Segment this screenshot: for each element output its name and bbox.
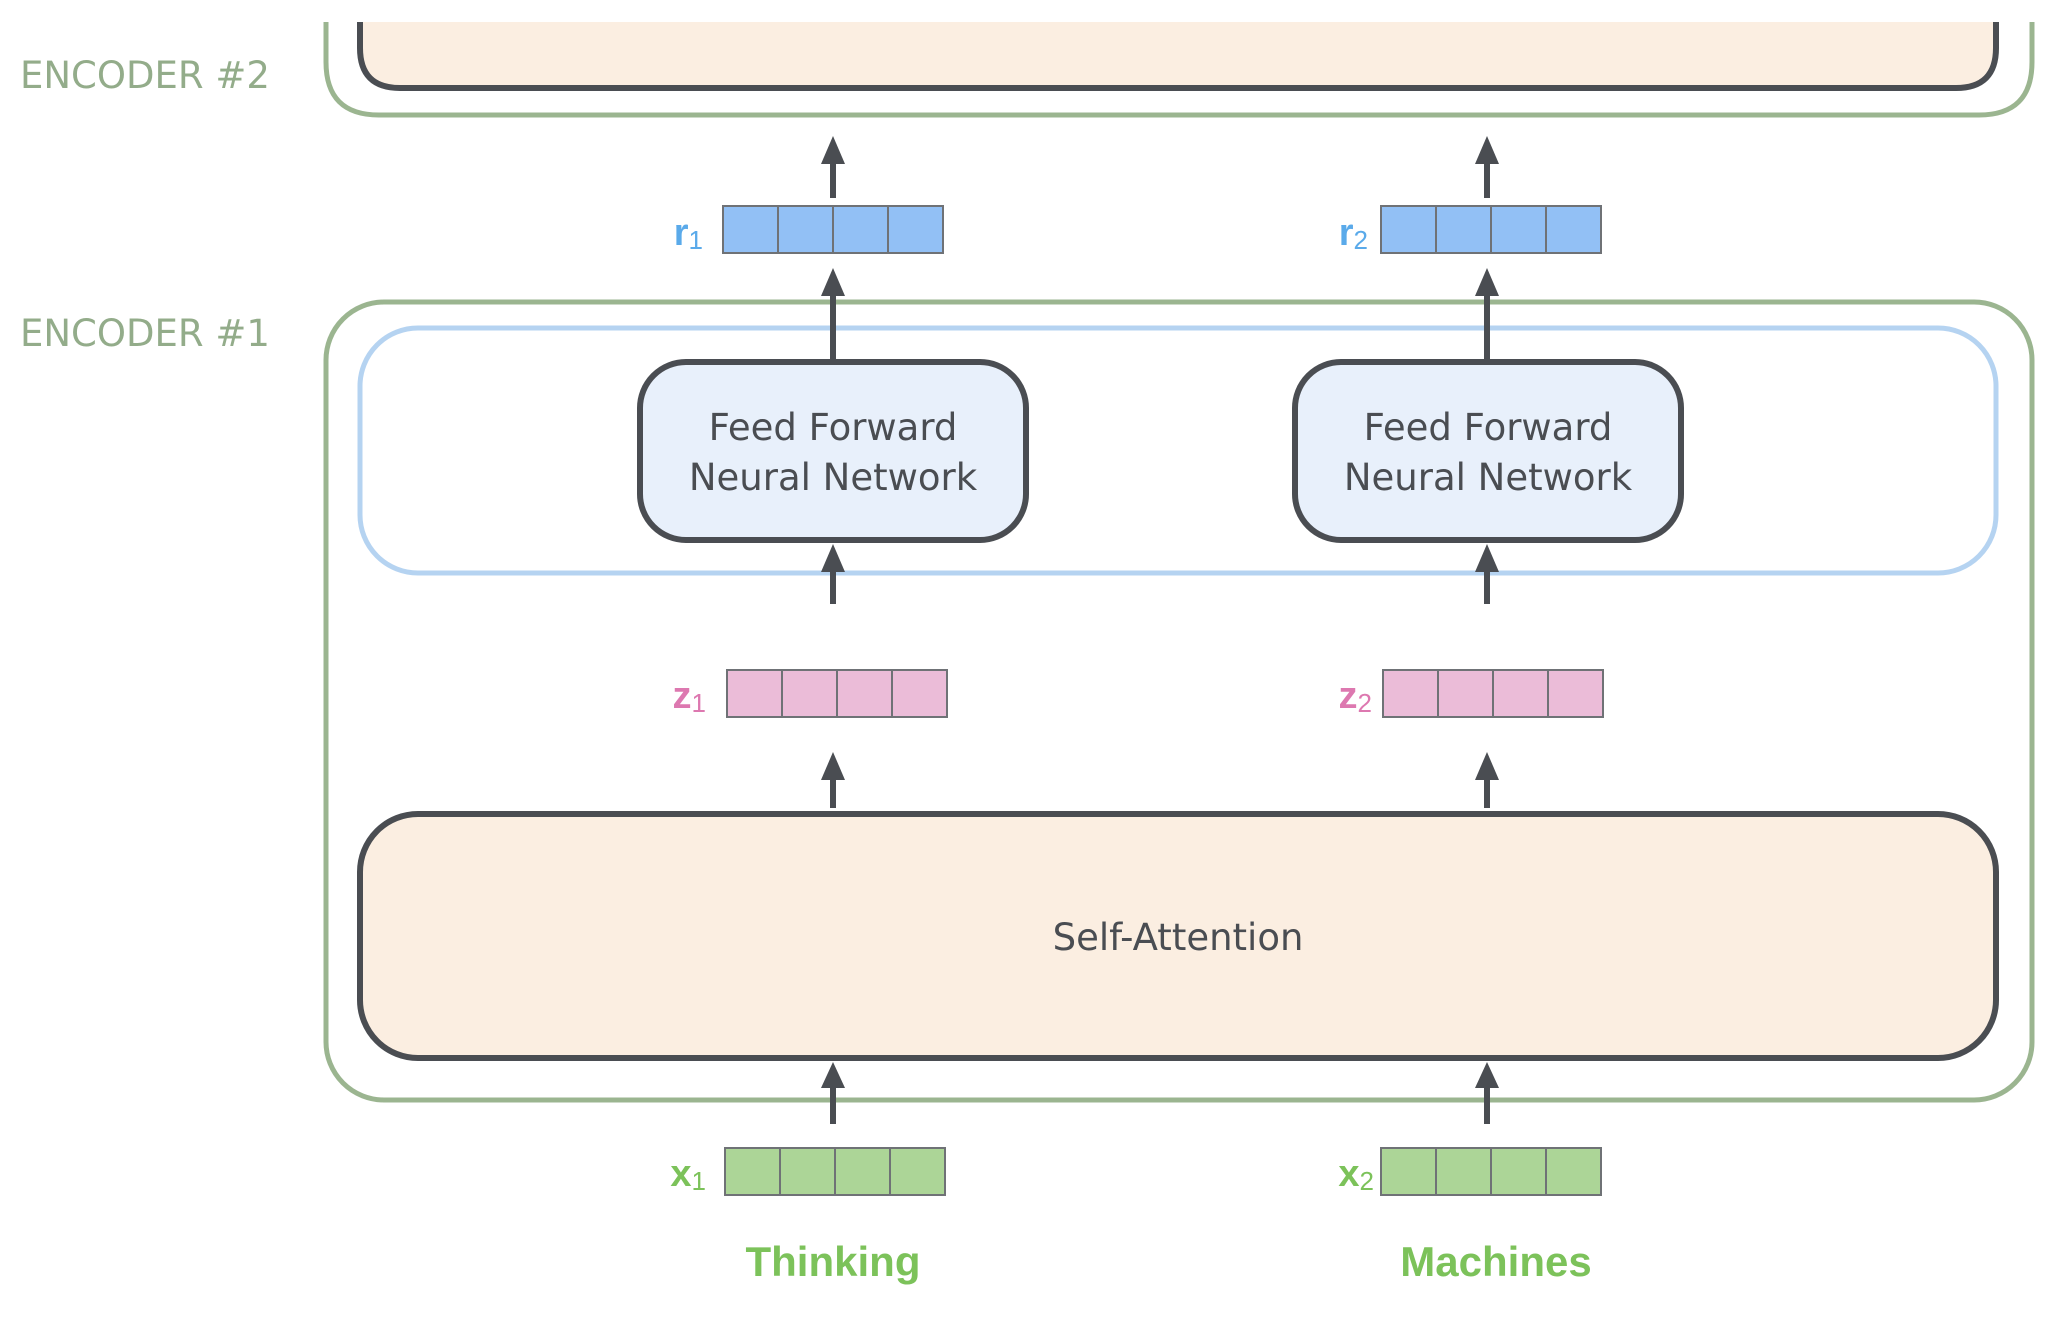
z2-label: z2	[1339, 675, 1372, 718]
r2-vector	[1380, 205, 1602, 254]
x2-label: x2	[1338, 1153, 1374, 1196]
z1-vector	[726, 669, 948, 718]
ffn-1-line2: Neural Network	[689, 456, 978, 499]
vector-cell	[1492, 669, 1549, 718]
ffn-2-line1: Feed Forward	[1364, 406, 1613, 449]
vector-cell	[779, 1147, 836, 1196]
word-machines: Machines	[1400, 1238, 1591, 1285]
vector-cell	[1435, 1147, 1492, 1196]
vector-cell	[891, 669, 948, 718]
vector-cell	[836, 669, 893, 718]
word-thinking: Thinking	[746, 1238, 921, 1285]
vector-cell	[889, 1147, 946, 1196]
vector-cell	[722, 205, 779, 254]
ffn-2-line2: Neural Network	[1344, 456, 1633, 499]
vector-cell	[781, 669, 838, 718]
r2-label: r2	[1339, 212, 1368, 255]
vector-cell	[1382, 669, 1439, 718]
x1-label: x1	[670, 1153, 706, 1196]
vector-cell	[1547, 669, 1604, 718]
z1-label: z1	[673, 675, 706, 718]
r1-label: r1	[674, 212, 703, 255]
encoder1-label: ENCODER #1	[20, 312, 270, 355]
ffn-1-line1: Feed Forward	[709, 406, 958, 449]
vector-cell	[726, 669, 783, 718]
vector-cell	[1545, 205, 1602, 254]
x2-vector	[1380, 1147, 1602, 1196]
vector-cell	[887, 205, 944, 254]
encoder2-border	[323, 22, 2035, 118]
self-attention-box	[357, 811, 1999, 1061]
vector-cell	[834, 1147, 891, 1196]
vector-cell	[724, 1147, 781, 1196]
vector-cell	[1437, 669, 1494, 718]
encoder2-inner-block	[360, 22, 1996, 88]
r1-vector	[722, 205, 944, 254]
z2-vector	[1382, 669, 1604, 718]
x1-vector	[724, 1147, 946, 1196]
vector-cell	[1545, 1147, 1602, 1196]
vector-cell	[1435, 205, 1492, 254]
arrows	[821, 136, 1499, 1124]
vector-cell	[777, 205, 834, 254]
vector-cell	[1380, 1147, 1437, 1196]
vector-cell	[1490, 205, 1547, 254]
ffn-group-border	[357, 325, 1999, 576]
encoder1-border	[323, 299, 2035, 1103]
vector-cell	[1380, 205, 1437, 254]
ffn-box-2: Feed Forward Neural Network	[1292, 359, 1684, 543]
ffn-box-1: Feed Forward Neural Network	[637, 359, 1029, 543]
encoder2-label: ENCODER #2	[20, 54, 270, 97]
vector-cell	[1490, 1147, 1547, 1196]
encoder2-inner-block-border	[357, 22, 1999, 91]
self-attention-label: Self-Attention	[1053, 916, 1304, 959]
vector-cell	[832, 205, 889, 254]
